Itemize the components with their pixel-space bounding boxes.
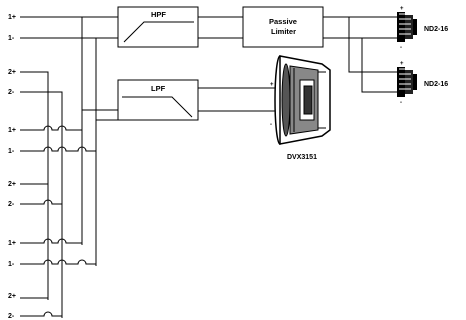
terminal-label-1-plus-c: 1+ [8, 240, 16, 247]
woofer-plus: + [270, 82, 274, 88]
lpf-block [117, 79, 199, 121]
terminal-label-2-plus: 2+ [8, 69, 16, 76]
driver-bottom-minus: - [400, 100, 402, 106]
hpf-block [117, 6, 199, 48]
driver-top-plus: + [400, 6, 404, 12]
lpf-curve-icon [122, 96, 193, 118]
passive-limiter-block [242, 6, 324, 48]
woofer-label: DVX3151 [287, 154, 317, 161]
terminal-label-1-plus-b: 1+ [8, 127, 16, 134]
driver-top-minus: - [400, 45, 402, 51]
limiter-label-line1: Passive [269, 17, 297, 26]
hpf-curve-icon [123, 21, 194, 43]
terminal-label-2-minus: 2- [8, 89, 15, 96]
terminal-label-1-plus: 1+ [8, 14, 16, 21]
limiter-label-line2: Limiter [271, 27, 296, 36]
terminal-label-1-minus-c: 1- [8, 261, 15, 268]
woofer-icon [274, 55, 331, 145]
terminal-label-2-plus-b: 2+ [8, 181, 16, 188]
output-wiring [198, 16, 397, 112]
terminal-label-2-minus-c: 2- [8, 313, 15, 320]
driver-top-label: ND2-16 [424, 26, 448, 33]
driver-bottom-label: ND2-16 [424, 81, 448, 88]
driver-bottom-plus: + [400, 61, 404, 67]
hpf-label: HPF [151, 10, 166, 19]
terminal-label-2-plus-c: 2+ [8, 293, 16, 300]
terminal-label-1-minus: 1- [8, 35, 15, 42]
input-wiring [20, 16, 118, 318]
woofer-minus: - [270, 122, 272, 128]
driver-top-icon [397, 12, 417, 42]
driver-bottom-icon [397, 67, 417, 97]
lpf-label: LPF [151, 84, 166, 93]
terminal-label-1-minus-b: 1- [8, 148, 15, 155]
terminal-label-2-minus-b: 2- [8, 201, 15, 208]
